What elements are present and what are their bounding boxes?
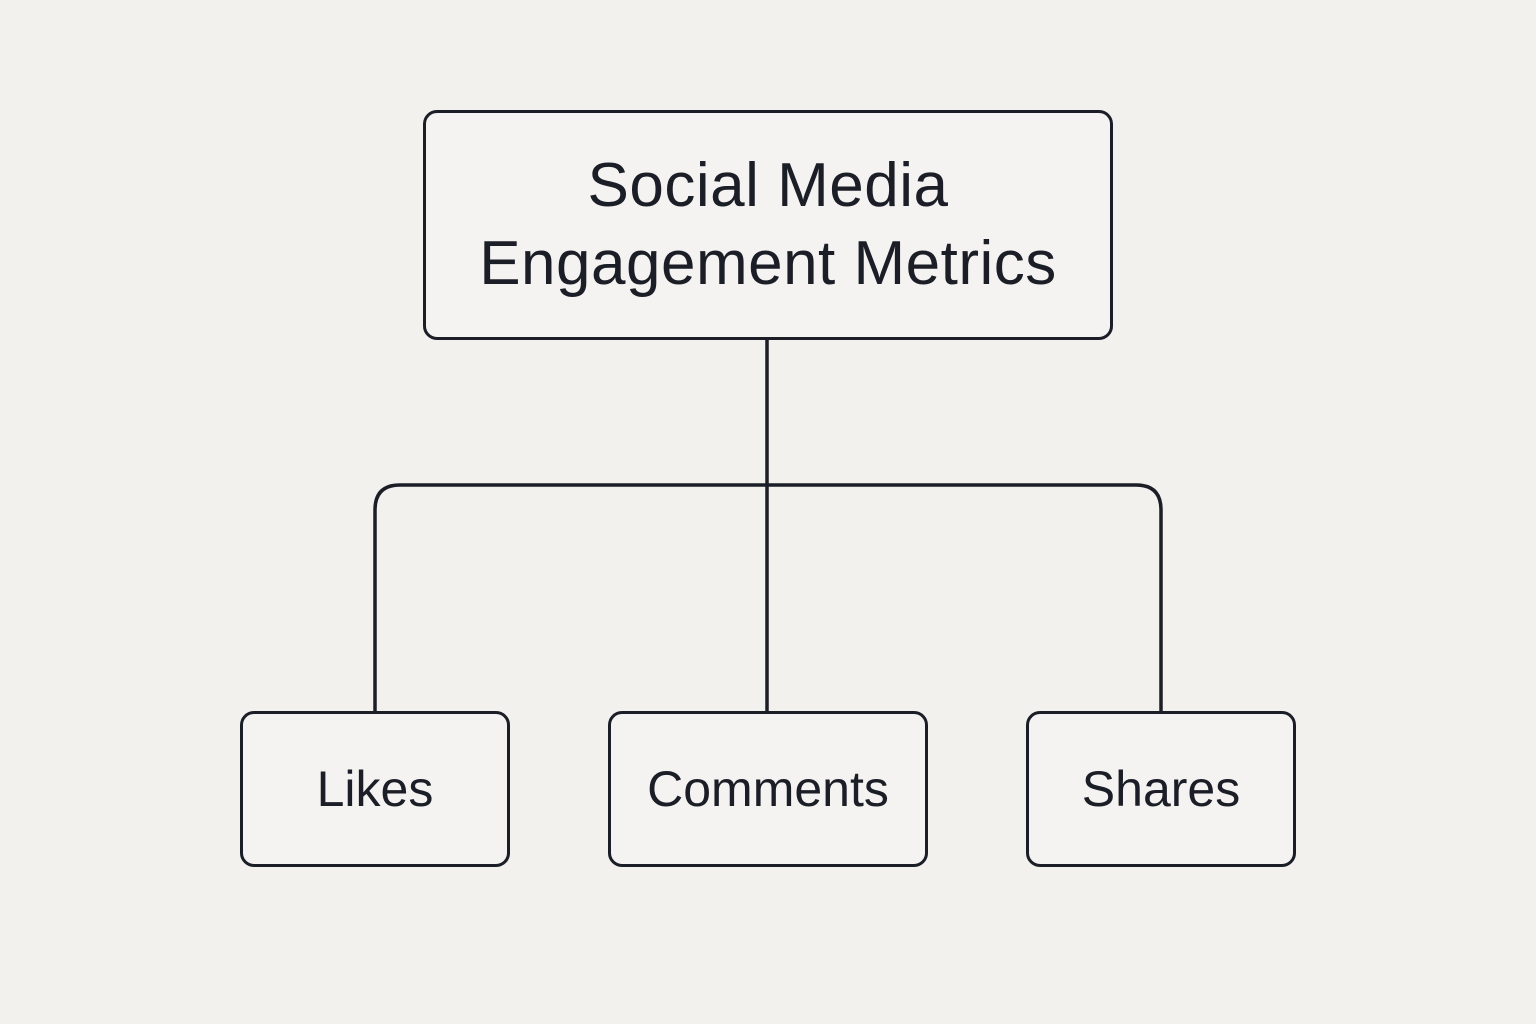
child-label-shares: Shares [1081,761,1241,817]
branch-connector [373,483,1163,713]
child-node-likes: Likes [240,711,510,867]
child-label-comments: Comments [647,761,889,817]
child-label-likes: Likes [316,761,434,817]
child-node-shares: Shares [1026,711,1296,867]
root-title-line-2: Engagement Metrics [479,229,1057,298]
child-node-comments: Comments [608,711,928,867]
root-title-line-1: Social Media [587,151,949,220]
root-node: Social Media Engagement Metrics [423,110,1113,340]
